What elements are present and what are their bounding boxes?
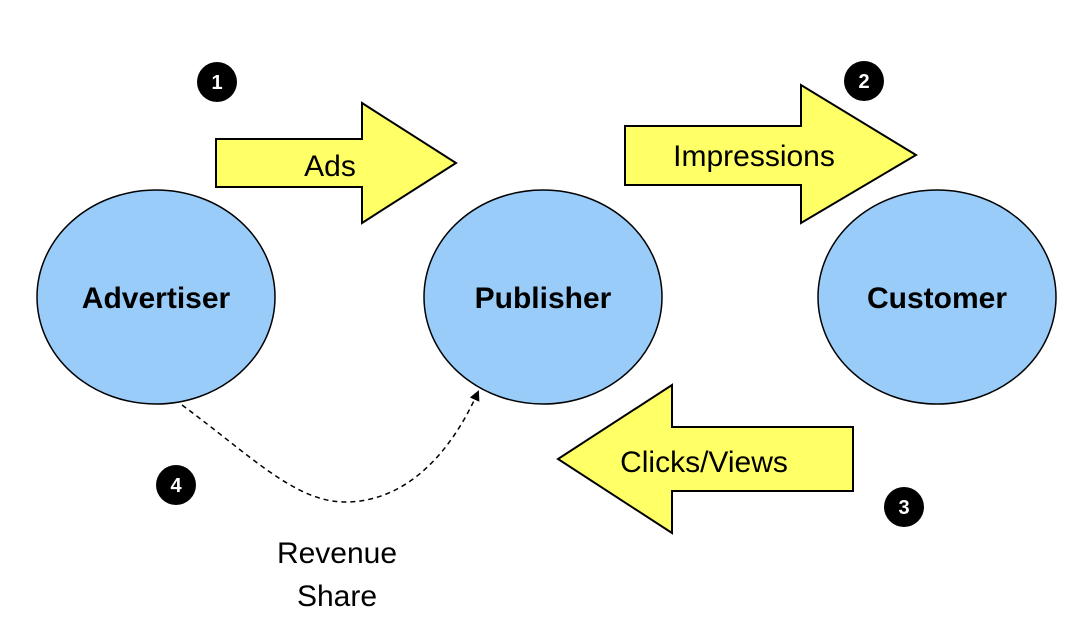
impressions-label: Impressions xyxy=(673,140,835,173)
step-badge-2: 2 xyxy=(844,61,884,101)
revenue-share-label-line1: Revenue xyxy=(277,537,397,570)
clicks-views-arrow: Clicks/Views xyxy=(556,383,854,535)
impressions-arrow: Impressions xyxy=(624,83,918,225)
svg-text:2: 2 xyxy=(858,71,869,93)
publisher-node: Publisher xyxy=(423,189,663,405)
customer-node: Customer xyxy=(817,189,1057,405)
ads-label: Ads xyxy=(304,150,356,183)
clicks-views-label: Clicks/Views xyxy=(620,446,788,479)
step-badge-4: 4 xyxy=(156,465,196,505)
advertiser-label: Advertiser xyxy=(82,282,231,315)
step-badge-3: 3 xyxy=(884,487,924,527)
revenue-share-edge xyxy=(181,390,480,503)
advertiser-node: Advertiser xyxy=(36,189,276,405)
svg-text:3: 3 xyxy=(898,497,909,519)
customer-label: Customer xyxy=(867,282,1007,315)
svg-text:1: 1 xyxy=(211,72,222,94)
revenue-share-label-line2: Share xyxy=(297,580,377,613)
svg-text:4: 4 xyxy=(170,475,182,497)
step-badge-1: 1 xyxy=(197,62,237,102)
publisher-label: Publisher xyxy=(475,282,612,315)
ads-arrow: Ads xyxy=(215,101,458,225)
